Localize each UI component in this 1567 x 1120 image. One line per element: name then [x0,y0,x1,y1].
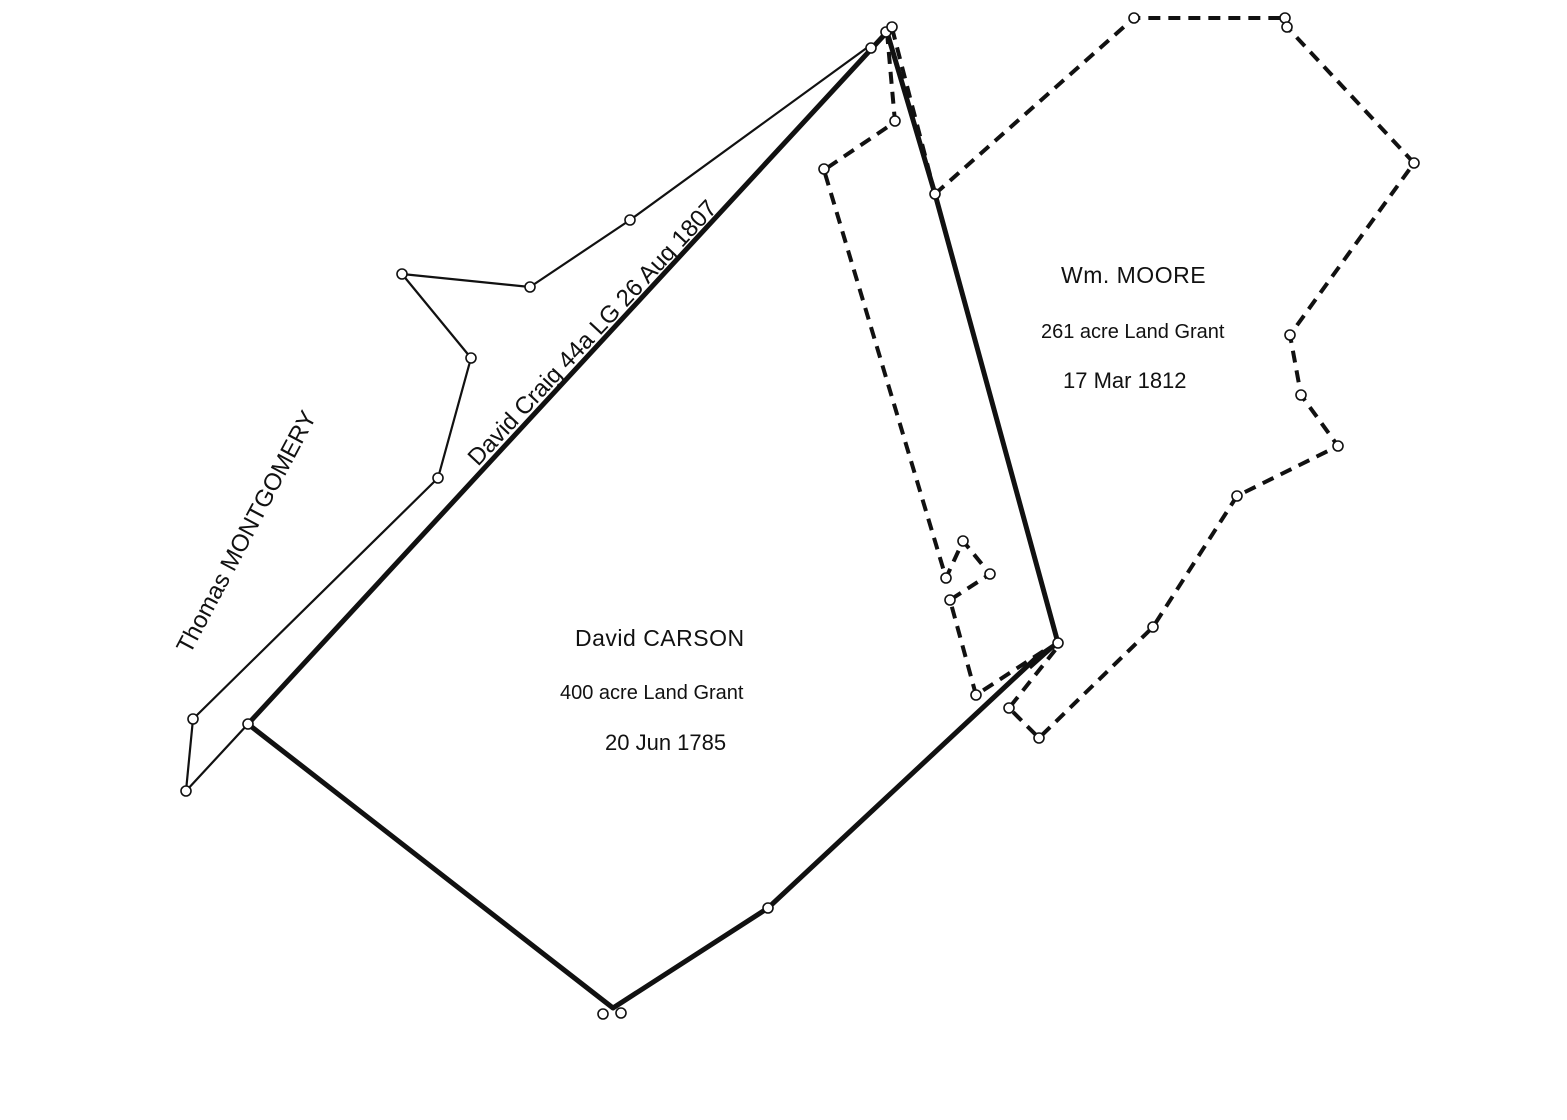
carson-date-label: 20 Jun 1785 [605,730,726,755]
corner-marker [1295,389,1307,401]
corner-marker [762,902,774,914]
corner-marker [818,163,830,175]
corner-marker [1128,12,1140,24]
corner-marker [524,281,536,293]
carson-owner-label: David CARSON [575,625,745,651]
corner-marker [432,472,444,484]
craig-boundary-label: David Craig 44a LG 26 Aug 1807 [463,195,723,471]
corner-marker [1284,329,1296,341]
corner-marker [865,42,877,54]
corner-marker [1003,702,1015,714]
corner-marker [624,214,636,226]
corner-marker [180,785,192,797]
corner-marker [944,594,956,606]
corner-marker [940,572,952,584]
corner-marker [886,21,898,33]
carson-grant-label: 400 acre Land Grant [560,682,744,704]
corner-marker [1332,440,1344,452]
moore-date-label: 17 Mar 1812 [1063,368,1187,393]
corner-marker [957,535,969,547]
corner-markers [180,12,1420,1020]
corner-marker [465,352,477,364]
corner-marker [889,115,901,127]
corner-marker [1052,637,1064,649]
carson-tract-boundary [246,29,1061,1011]
corner-marker [970,689,982,701]
corner-marker [929,188,941,200]
corner-marker [242,718,254,730]
moore-grant-label: 261 acre Land Grant [1041,321,1225,343]
corner-marker [615,1007,627,1019]
inner-dashed-tract-boundary [822,31,1047,697]
corner-marker [1033,732,1045,744]
corner-marker [597,1008,609,1020]
carson-tract-arrow-line [1029,641,1059,670]
corner-marker [187,713,199,725]
corner-marker [396,268,408,280]
corner-marker [1147,621,1159,633]
corner-marker [984,568,996,580]
corner-marker [1231,490,1243,502]
corner-marker [1281,21,1293,33]
moore-owner-label: Wm. MOORE [1061,262,1206,288]
montgomery-label: Thomas MONTGOMERY [171,407,322,658]
corner-marker [1408,157,1420,169]
inner-dashed-ridge-line [890,27,937,195]
